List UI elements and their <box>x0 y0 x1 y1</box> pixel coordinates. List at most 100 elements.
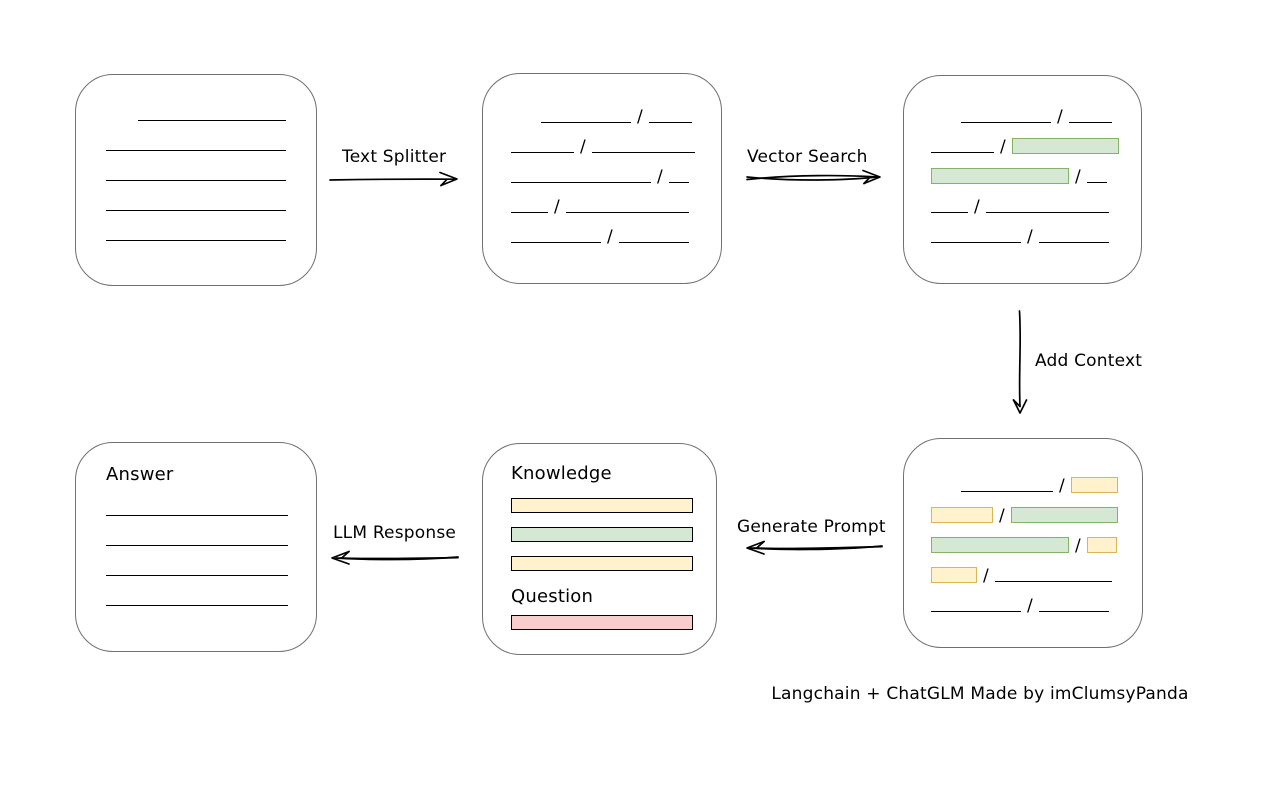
arrowhead <box>1012 399 1028 414</box>
text-row: / <box>511 154 721 187</box>
text-row <box>106 577 316 607</box>
source-document-node <box>75 74 317 286</box>
prompt-content: Knowledge Question <box>483 444 716 630</box>
vector-search-arrow-icon <box>746 169 881 185</box>
text-line <box>106 150 286 151</box>
text-row: / <box>511 184 721 216</box>
document-lines <box>76 75 316 242</box>
context-chunks-node: ///// <box>903 438 1143 648</box>
text-line <box>565 212 689 213</box>
text-line <box>591 152 695 153</box>
yellow-chunk-rect <box>1086 537 1117 553</box>
arrowhead <box>862 169 881 185</box>
text-line <box>961 122 1051 123</box>
text-row: / <box>511 124 721 157</box>
text-line <box>106 210 286 211</box>
text-line <box>985 212 1109 213</box>
text-row: / <box>931 553 1142 586</box>
arrowhead-notch <box>863 176 871 185</box>
yellow-bar <box>511 556 693 571</box>
text-line <box>511 242 601 243</box>
chunk-separator-slash: / <box>580 137 586 157</box>
text-row <box>106 487 316 517</box>
text-line <box>618 242 689 243</box>
chunk-separator-slash: / <box>983 566 989 586</box>
answer-label: Answer <box>106 464 174 485</box>
arrowhead-notch <box>341 550 350 559</box>
text-row <box>106 212 316 242</box>
text-line <box>106 180 286 181</box>
green-chunk-rect <box>1011 138 1119 154</box>
generate-prompt-arrow-label: Generate Prompt <box>737 517 886 537</box>
matched-chunk-lines: ///// <box>904 76 1141 247</box>
text-line <box>668 182 689 183</box>
text-row: / <box>511 214 721 247</box>
text-splitter-arrow-label: Text Splitter <box>342 147 447 167</box>
text-line <box>511 182 651 183</box>
text-splitter-arrow-icon <box>329 171 458 187</box>
add-context-arrow-label: Add Context <box>1035 351 1143 371</box>
text-row <box>106 92 316 122</box>
chunk-separator-slash: / <box>657 167 663 187</box>
text-line <box>106 515 288 516</box>
text-row: / <box>511 94 721 127</box>
text-row <box>106 122 316 152</box>
text-row <box>106 517 316 547</box>
yellow-chunk-rect <box>1070 477 1118 493</box>
text-line <box>511 152 574 153</box>
green-chunk-rect <box>931 537 1069 553</box>
chunk-separator-slash: / <box>607 227 613 247</box>
chunk-separator-slash: / <box>1075 167 1081 187</box>
context-chunk-lines: ///// <box>904 439 1142 616</box>
chunk-separator-slash: / <box>1027 227 1033 247</box>
chunk-lines: ///// <box>483 74 721 247</box>
text-row: / <box>931 523 1142 555</box>
answer-lines <box>106 487 316 607</box>
text-line <box>994 581 1112 582</box>
chunk-separator-slash: / <box>1027 596 1033 616</box>
text-row <box>106 152 316 182</box>
green-bar <box>511 527 693 542</box>
add-context-arrow-icon <box>1012 310 1028 414</box>
knowledge-bars <box>511 498 716 571</box>
answer-node: Answer <box>75 442 317 652</box>
green-chunk-rect <box>931 168 1069 184</box>
chunk-separator-slash: / <box>1000 137 1006 157</box>
text-line <box>106 575 288 576</box>
text-line <box>961 491 1053 492</box>
text-line <box>106 240 286 241</box>
chunk-separator-slash: / <box>1057 107 1063 127</box>
question-bars <box>511 615 716 630</box>
arrowhead <box>746 540 765 555</box>
arrowhead-notch <box>1012 399 1021 408</box>
yellow-chunk-rect <box>931 567 977 583</box>
arrowhead <box>439 171 458 187</box>
text-line <box>1038 242 1109 243</box>
text-row <box>106 547 316 577</box>
matched-chunks-node: ///// <box>903 75 1142 284</box>
text-row: / <box>931 463 1142 495</box>
text-row: / <box>931 124 1141 157</box>
question-label: Question <box>511 586 594 607</box>
text-row: / <box>931 94 1141 127</box>
text-row: / <box>931 154 1141 187</box>
text-line <box>541 122 631 123</box>
vector-search-arrow-label: Vector Search <box>747 147 868 167</box>
knowledge-label: Knowledge <box>511 463 612 484</box>
chunk-separator-slash: / <box>637 107 643 127</box>
text-line <box>1038 611 1109 612</box>
split-chunks-node: ///// <box>482 73 722 284</box>
text-line <box>648 122 692 123</box>
text-row: / <box>931 214 1141 247</box>
text-line <box>1068 122 1112 123</box>
llm-response-arrow-label: LLM Response <box>333 523 457 543</box>
arrowhead <box>331 550 350 565</box>
arrowhead-notch <box>756 540 765 549</box>
text-row: / <box>931 493 1142 525</box>
text-line <box>931 611 1021 612</box>
yellow-chunk-rect <box>931 507 993 523</box>
text-line <box>931 212 968 213</box>
arrowhead-notch <box>440 178 448 187</box>
text-row: / <box>931 184 1141 216</box>
